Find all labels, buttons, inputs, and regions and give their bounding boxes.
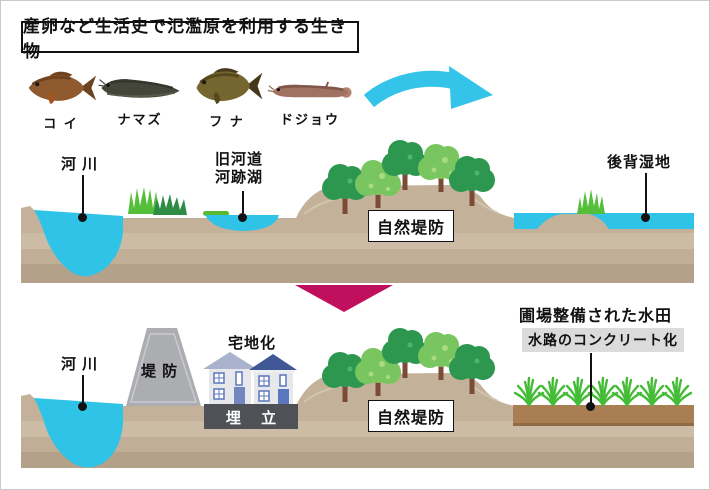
fish-item-dojou: ドジョウ	[267, 79, 353, 127]
leader-line	[242, 191, 244, 213]
marker-dot	[238, 213, 247, 222]
label-levee: 堤 防	[141, 363, 179, 380]
flow-arrow-icon	[363, 66, 493, 109]
leader-line	[82, 175, 84, 213]
label-river-bottom: 河 川	[61, 356, 99, 373]
house-icon	[203, 352, 257, 404]
leader-line	[645, 173, 647, 213]
marker-dot	[78, 402, 87, 411]
loach-fish-icon	[267, 81, 352, 98]
label-natural-levee-bottom: 自然堤防	[368, 400, 455, 432]
change-arrow-icon	[295, 285, 393, 312]
rice-plant-icon	[611, 376, 643, 407]
label-old-channel-line2: 河跡湖	[215, 169, 264, 186]
top-panel-terrain	[21, 140, 694, 283]
rice-plant-icon	[587, 376, 619, 407]
oxbow-lake-water	[205, 215, 279, 231]
label-residential: 宅地化	[228, 335, 277, 352]
fish-item-koi: コ イ	[23, 67, 99, 131]
label-landfill: 埋 立	[225, 410, 285, 427]
marker-dot	[641, 213, 650, 222]
page-title: 産卵など生活史で氾濫原を利用する生き物	[23, 17, 347, 61]
bottom-panel-terrain	[21, 328, 694, 468]
fish-label-dojou: ドジョウ	[279, 112, 340, 127]
crucian-carp-icon	[196, 68, 263, 105]
backswamp-grass-icon	[577, 189, 605, 214]
catfish-icon	[98, 79, 180, 98]
label-natural-levee-top: 自然堤防	[368, 210, 455, 242]
top-ground-strata	[21, 233, 694, 283]
leader-line	[82, 375, 84, 403]
rice-plant-icon	[537, 376, 569, 407]
fish-label-namazu: ナマズ	[117, 112, 163, 127]
carp-fish-icon	[28, 71, 97, 105]
fish-label-koi: コ イ	[43, 116, 79, 131]
fish-label-funa: フ ナ	[209, 114, 245, 129]
backswamp-hummock	[537, 214, 609, 229]
label-concrete-channel: 水路のコンクリート化	[522, 328, 684, 352]
label-old-channel: 旧河道 河跡湖	[215, 151, 263, 187]
label-backswamp: 後背湿地	[607, 154, 672, 171]
rice-plant-icon	[562, 376, 594, 407]
rice-plant-icon	[513, 376, 545, 407]
fish-item-namazu: ナマズ	[97, 73, 183, 127]
leader-line	[590, 353, 592, 403]
oxbow-bank-grass	[203, 211, 229, 216]
label-old-channel-line1: 旧河道	[215, 151, 264, 168]
marker-dot	[78, 213, 87, 222]
label-paddy: 圃場整備された水田	[519, 308, 673, 325]
marsh-grass-light-icon	[128, 187, 159, 214]
fish-item-funa: フ ナ	[188, 65, 266, 129]
rice-plant-icon	[661, 376, 693, 407]
marsh-grass-dark-icon	[153, 194, 187, 215]
bottom-ground-strata	[21, 421, 694, 468]
rice-paddy	[513, 376, 694, 426]
river-water-top	[34, 210, 123, 277]
levee-structure	[126, 328, 201, 406]
title-box: 産卵など生活史で氾濫原を利用する生き物	[21, 17, 359, 61]
house-icon	[249, 354, 297, 404]
river-water-bottom	[34, 398, 123, 468]
marker-dot	[586, 402, 595, 411]
label-river-top: 河 川	[61, 156, 99, 173]
rice-plant-icon	[636, 376, 668, 407]
landfill-platform	[204, 404, 298, 429]
